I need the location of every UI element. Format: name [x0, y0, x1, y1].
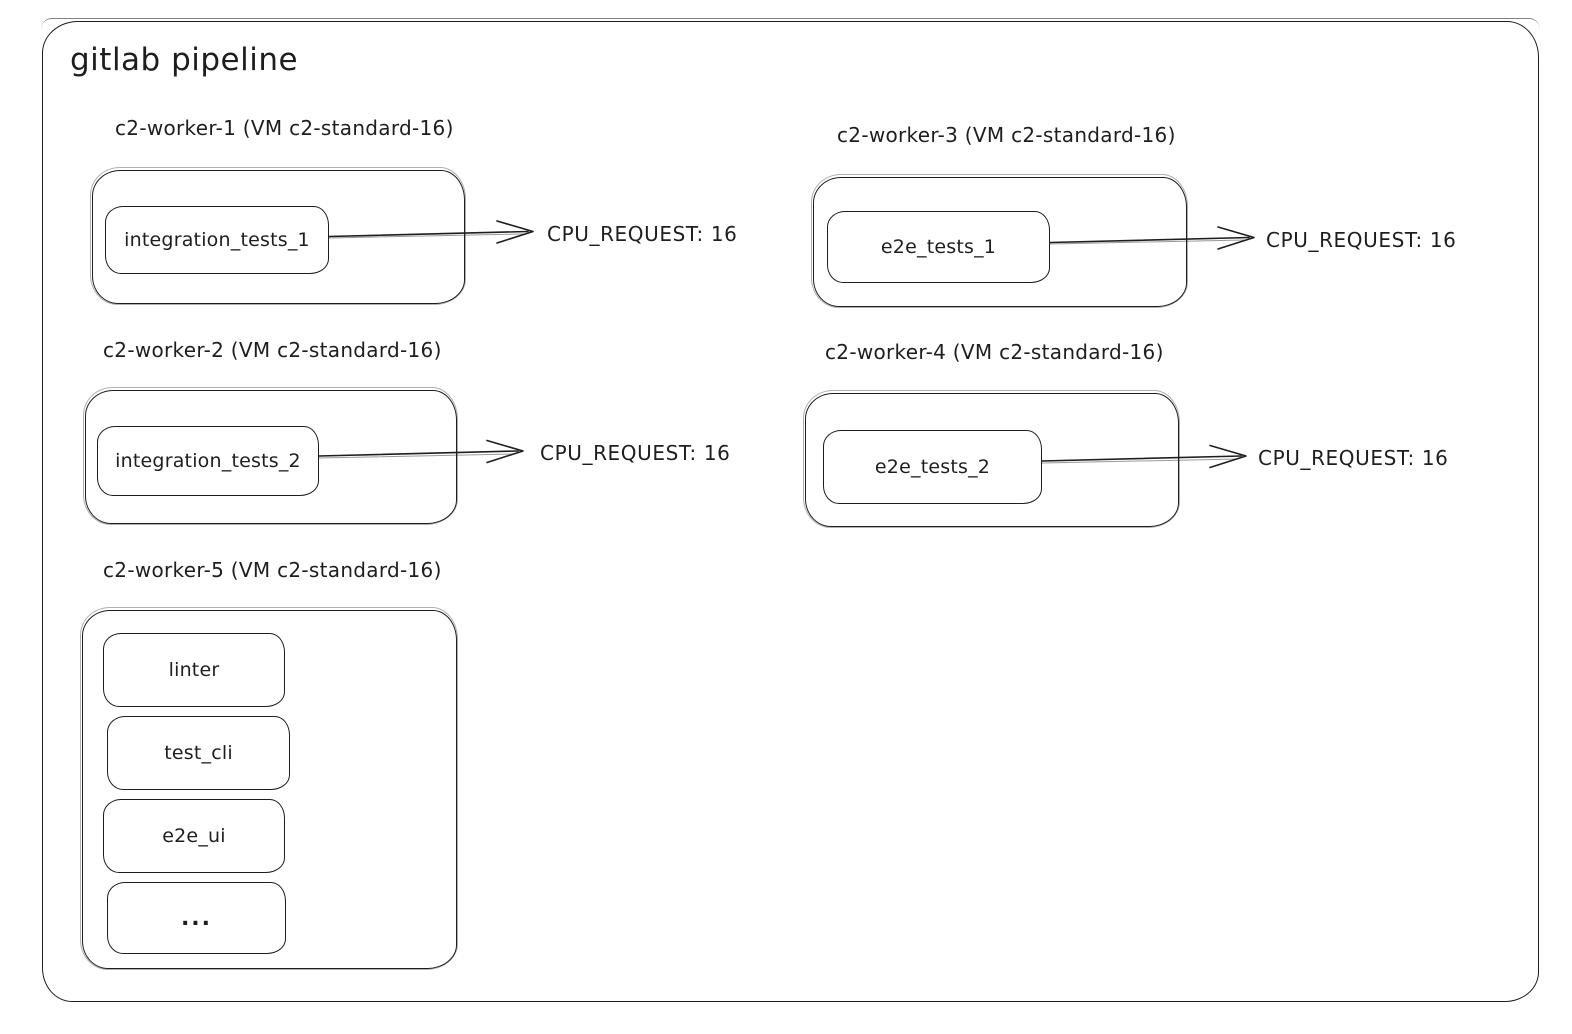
job-box-e2e-tests-2: e2e_tests_2: [823, 430, 1042, 504]
job-label: integration_tests_2: [115, 450, 301, 472]
job-label: e2e_tests_2: [874, 456, 991, 478]
more-jobs-ellipsis: ...: [180, 905, 213, 931]
annotation-cpu-request-2: CPU_REQUEST: 16: [540, 441, 731, 465]
pipeline-frame: [41, 18, 1540, 1002]
worker-label-c2-worker-3: c2-worker-3 (VM c2-standard-16): [837, 123, 1176, 147]
job-box-integration-tests-2: integration_tests_2: [97, 426, 319, 496]
job-box-linter: linter: [103, 633, 285, 707]
job-label: linter: [168, 659, 220, 681]
arrow-worker-1-cpu-request: [328, 220, 534, 244]
job-box-integration-tests-1: integration_tests_1: [105, 206, 329, 274]
arrow-worker-2-cpu-request: [318, 439, 524, 464]
job-label: e2e_tests_1: [880, 236, 997, 258]
diagram-title: gitlab pipeline: [70, 42, 299, 78]
annotation-cpu-request-4: CPU_REQUEST: 16: [1258, 446, 1449, 470]
job-box-more-jobs: ...: [107, 882, 286, 954]
worker-label-c2-worker-1: c2-worker-1 (VM c2-standard-16): [115, 116, 454, 140]
worker-label-c2-worker-5: c2-worker-5 (VM c2-standard-16): [103, 558, 442, 582]
arrow-worker-3-cpu-request: [1049, 226, 1255, 250]
arrow-worker-4-cpu-request: [1041, 444, 1247, 469]
annotation-cpu-request-1: CPU_REQUEST: 16: [547, 222, 738, 246]
worker-label-c2-worker-4: c2-worker-4 (VM c2-standard-16): [825, 340, 1164, 364]
job-box-e2e-ui: e2e_ui: [103, 799, 285, 873]
worker-label-c2-worker-2: c2-worker-2 (VM c2-standard-16): [103, 338, 442, 362]
job-label: integration_tests_1: [124, 229, 310, 251]
job-box-e2e-tests-1: e2e_tests_1: [827, 211, 1050, 283]
job-label: test_cli: [164, 742, 233, 764]
annotation-cpu-request-3: CPU_REQUEST: 16: [1266, 228, 1457, 252]
job-box-test-cli: test_cli: [107, 716, 290, 790]
job-label: e2e_ui: [162, 825, 226, 847]
